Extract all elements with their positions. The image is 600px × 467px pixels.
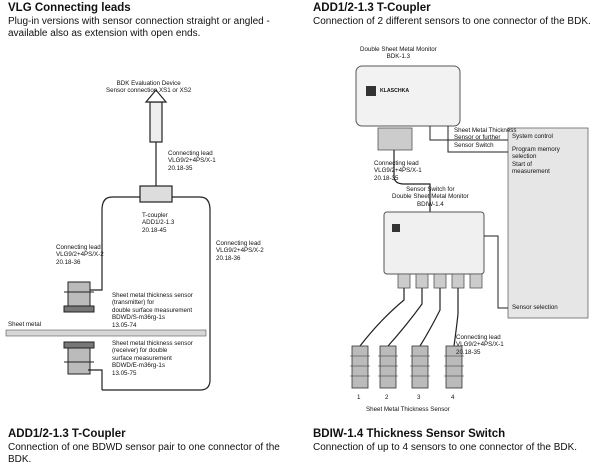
- sheet-metal: [5, 329, 207, 337]
- system-control-box: [507, 127, 589, 319]
- sensor-switch-box: [383, 211, 485, 275]
- receiver-sensor: [67, 347, 91, 375]
- add-tcoupler-title-left: ADD1/2-1.3 T-Coupler: [8, 428, 126, 440]
- sensor-number-3: 3: [417, 394, 421, 401]
- vlg-title: VLG Connecting leads: [8, 2, 131, 14]
- sensor-3: [411, 345, 429, 389]
- system-control-label: System control: [512, 133, 553, 140]
- bdiw-description: Connection of up to 4 sensors to one con…: [313, 442, 578, 453]
- bdiw-title: BDIW-1.4 Thickness Sensor Switch: [313, 428, 506, 440]
- sensor-1: [351, 345, 369, 389]
- add-tcoupler-description-left: Connection of one BDWD sensor pair to on…: [8, 442, 280, 465]
- vlg-description: Plug-in versions with sensor connection …: [8, 16, 270, 39]
- sensor-receiver-label: Sheet metal thickness sensor(receiver) f…: [112, 340, 193, 377]
- sensor-transmitter-label: Sheet metal thickness sensor(transmitter…: [112, 292, 193, 329]
- sheet-metal-label: Sheet metal: [8, 321, 42, 328]
- sensor-number-1: 1: [357, 394, 361, 401]
- sensor-4: [445, 345, 463, 389]
- bdk-monitor: [355, 65, 461, 127]
- up-arrow-icon: [144, 89, 168, 103]
- t-coupler-body: [139, 185, 173, 203]
- sensor-caption: Sheet Metal Thickness Sensor: [366, 406, 450, 413]
- add-tcoupler-title-right: ADD1/2-1.3 T-Coupler: [313, 2, 431, 14]
- sensor-2: [379, 345, 397, 389]
- sensor-number-4: 4: [451, 394, 455, 401]
- add-tcoupler-description-right: Connection of 2 different sensors to one…: [313, 16, 591, 27]
- brand-label: KLASCHKA: [380, 88, 410, 94]
- sensor-selection-label: Sensor selection: [512, 304, 558, 311]
- sensor-number-2: 2: [385, 394, 389, 401]
